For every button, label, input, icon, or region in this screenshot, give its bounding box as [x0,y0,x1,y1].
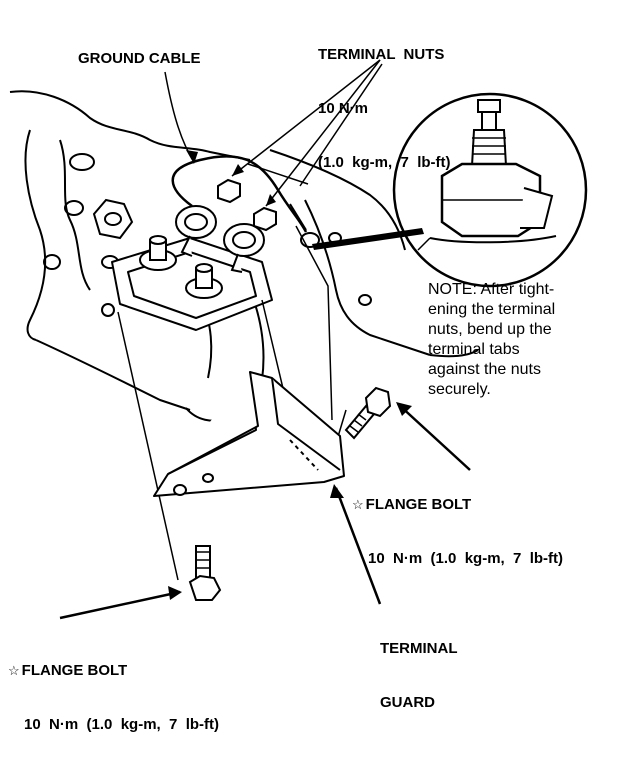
terminal-guard-shape [153,371,345,497]
diagram-canvas: TERMINAL NUTS 10 N·m (1.0 kg-m, 7 lb-ft)… [8,10,588,733]
terminal-guard-line-2: GUARD [380,694,435,711]
terminal-guard-label: TERMINAL GUARD [380,604,458,748]
magnified-detail [392,92,588,288]
note-text: NOTE: After tight- ening the terminal nu… [428,280,555,400]
flange-bolt-left-shape [188,545,222,601]
star-outline-icon: ☆ [352,497,364,512]
flange-bolt-left-torque: 10 N·m (1.0 kg-m, 7 lb-ft) [24,716,220,733]
note-line-6: securely. [428,381,491,398]
detail-pointer [312,228,424,250]
ground-cable-label: GROUND CABLE [78,50,201,67]
note-line-4: terminal tabs [428,341,520,358]
label-arrowheads [168,402,412,600]
terminal-nuts-torque-nm: 10 N·m [318,100,369,117]
hex-boss [92,198,134,240]
flange-bolt-right-torque: 10 N·m (1.0 kg-m, 7 lb-ft) [368,550,564,567]
leader-arrowheads [186,150,276,206]
terminal-guard-line-1: TERMINAL [380,640,458,657]
flange-bolt-left-name: FLANGE BOLT [21,662,128,679]
ground-cable-wire [171,155,308,233]
flange-bolt-right-name: FLANGE BOLT [365,496,472,513]
flange-bolt-right-shape [344,386,392,440]
housing-body [9,90,479,422]
note-line-3: nuts, bend up the [428,321,552,338]
label-arrows [59,403,471,620]
alternator-terminal-illustration [9,59,588,620]
terminal-nuts-label: TERMINAL NUTS 10 N·m (1.0 kg-m, 7 lb-ft) [318,10,451,208]
note-line-5: against the nuts [428,361,541,378]
ring-terminals [175,205,265,273]
flange-bolt-right-label: ☆FLANGE BOLT 10 N·m (1.0 kg-m, 7 lb-ft) [352,460,563,604]
terminal-studs [139,235,223,299]
terminal-nuts-name: TERMINAL NUTS [318,46,445,63]
note-line-1: NOTE: After tight- [428,281,555,298]
flange-bolt-left-label: ☆FLANGE BOLT 10 N·m (1.0 kg-m, 7 lb-ft) [8,626,219,770]
terminal-nuts-torque-alt: (1.0 kg-m, 7 lb-ft) [318,154,451,171]
star-outline-icon: ☆ [8,663,20,678]
note-line-2: ening the terminal [428,301,556,318]
